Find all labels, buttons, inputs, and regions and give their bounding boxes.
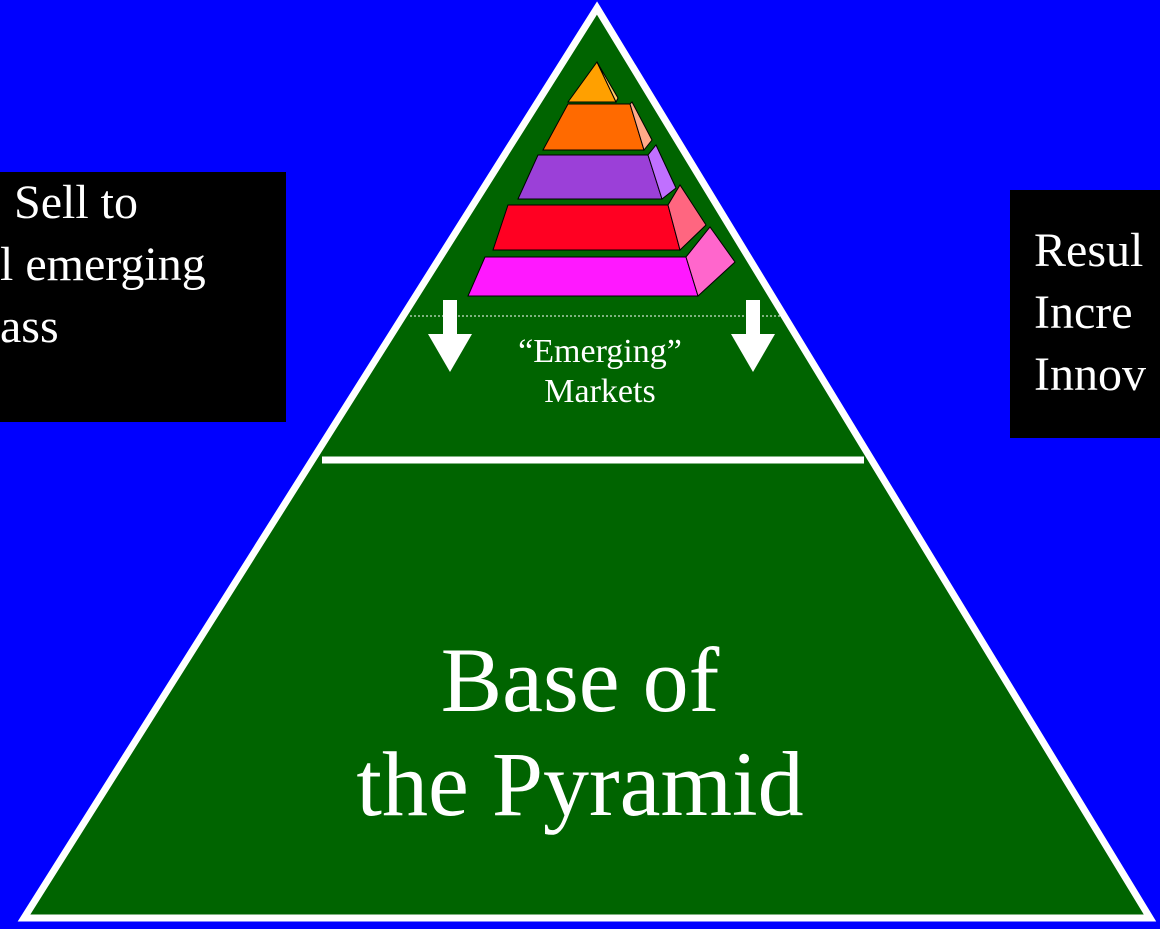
right-callout-line-3: Innov bbox=[1034, 348, 1146, 401]
emerging-label-line-1: “Emerging” bbox=[518, 333, 682, 370]
mini-tier-5-front bbox=[467, 256, 699, 297]
mini-tier-4-front bbox=[492, 204, 681, 251]
left-callout-line-2: l emerging bbox=[0, 238, 206, 291]
right-callout-line-2: Incre bbox=[1034, 286, 1133, 339]
base-label-line-1: Base of bbox=[440, 629, 720, 731]
mini-tier-4-side bbox=[667, 184, 707, 251]
emerging-label-line-2: Markets bbox=[544, 373, 656, 410]
emerging-markets-label: “Emerging” Markets bbox=[420, 332, 780, 412]
mini-tier-3-side bbox=[647, 144, 677, 200]
down-arrow-right bbox=[731, 300, 775, 372]
base-of-pyramid-label: Base of the Pyramid bbox=[280, 628, 880, 836]
mini-tier-3-front bbox=[517, 154, 663, 200]
left-callout-box: Sell to l emerging ass bbox=[0, 172, 286, 422]
mini-tier-1-side bbox=[596, 61, 619, 104]
mini-tier-5-side bbox=[685, 226, 736, 297]
mini-tier-2-side bbox=[629, 101, 653, 152]
left-callout-line-3: ass bbox=[0, 300, 59, 353]
mini-pyramid bbox=[467, 61, 736, 297]
down-arrow-left bbox=[428, 300, 472, 372]
base-label-line-2: the Pyramid bbox=[356, 733, 804, 835]
left-callout-line-1: Sell to bbox=[14, 176, 139, 229]
right-callout-line-1: Resul bbox=[1034, 224, 1144, 277]
right-callout-box: Resul Incre Innov bbox=[1010, 190, 1160, 438]
